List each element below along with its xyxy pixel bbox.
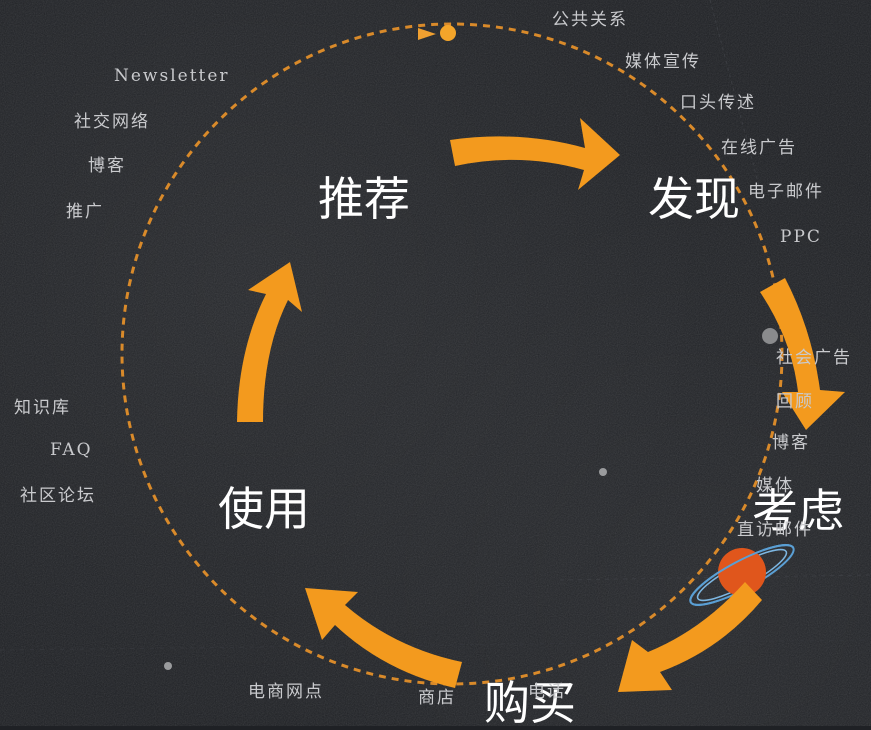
consider-channel: 社会广告 [776, 348, 852, 368]
discover-channel: PPC [780, 227, 822, 247]
purchase-channel: 电话 [528, 682, 566, 702]
orbit-arrowhead [418, 28, 436, 40]
consider-channel: 媒体 [756, 476, 794, 496]
star-dot [762, 328, 778, 344]
stage-discover: 发现 [648, 172, 740, 226]
use-channel: FAQ [50, 440, 93, 460]
planet-icon [689, 544, 795, 606]
discover-channel: 口头传述 [680, 93, 756, 113]
arrow-recommend-to-discover [450, 118, 620, 190]
arrow-consider-to-purchase [618, 582, 762, 692]
discover-channel: 公共关系 [552, 10, 628, 30]
use-channel: 知识库 [14, 398, 71, 418]
star-dot [599, 468, 607, 476]
cycle-arrows [237, 118, 845, 692]
recommend-channel: 社交网络 [74, 112, 150, 132]
stage-purchase: 购买 [484, 676, 576, 730]
purchase-channel: 商店 [418, 688, 456, 708]
consider-channel: 直访邮件 [737, 520, 813, 540]
arrow-use-to-recommend [237, 262, 302, 422]
consider-channel: 博客 [772, 433, 810, 453]
stage-use: 使用 [218, 482, 310, 536]
purchase-channel: 电商网点 [248, 682, 324, 702]
orbit-circle [120, 22, 784, 686]
star-dot [164, 662, 172, 670]
consider-channel: 回顾 [776, 392, 814, 412]
discover-channel: 媒体宣传 [625, 52, 701, 72]
recommend-channel: 博客 [88, 156, 126, 176]
arrow-discover-to-consider [760, 278, 845, 430]
arrow-purchase-to-use [305, 588, 462, 688]
recommend-channel: Newsletter [114, 66, 230, 86]
stage-recommend: 推荐 [318, 172, 410, 226]
discover-channel: 在线广告 [721, 138, 797, 158]
stage-consider: 考虑 [752, 484, 844, 538]
discover-channel: 电子邮件 [748, 182, 824, 202]
faint-line [709, 0, 761, 191]
recommend-channel: 推广 [66, 202, 104, 222]
use-channel: 社区论坛 [20, 486, 96, 506]
orbit-comet [440, 25, 456, 41]
